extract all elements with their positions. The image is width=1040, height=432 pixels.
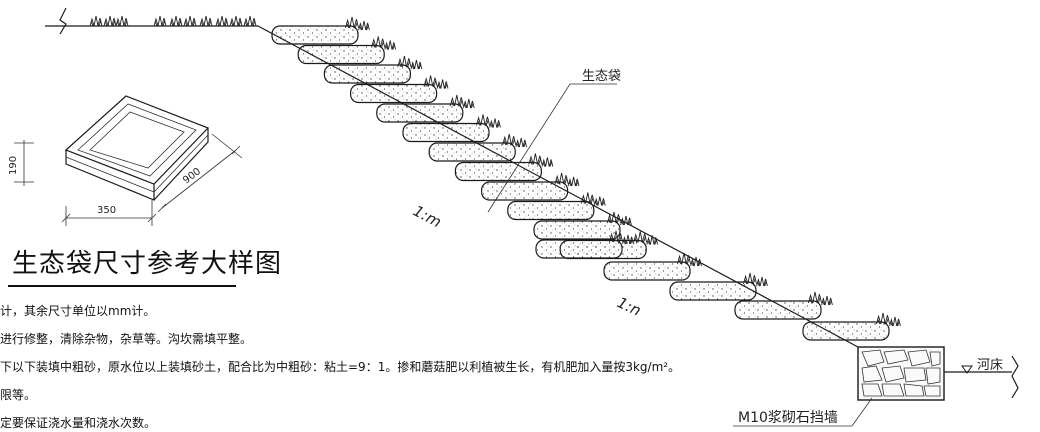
note-line-4: 限等。 <box>0 388 37 402</box>
dim-width: 350 <box>61 200 157 226</box>
ecobag-label: 生态袋 <box>582 69 621 84</box>
ecobag-14 <box>603 261 691 281</box>
note-line-5: 定要保证浇水量和浇水次数。 <box>0 416 157 430</box>
ecobag-stack <box>271 16 901 341</box>
riverbed-marker-icon <box>961 365 973 374</box>
break-mark-right <box>1011 355 1019 399</box>
ecobag-10 <box>507 200 595 221</box>
ecobag-8 <box>454 161 542 182</box>
ecobag-9 <box>481 181 569 201</box>
ecobag-16 <box>734 300 822 320</box>
ecobag-4 <box>350 83 438 104</box>
note-line-3: 下以下装填中粗砂，原水位以上装填砂土，配合比为中粗砂：粘土=9：1。掺和蘑菇肥以… <box>0 360 681 374</box>
ecobag-6 <box>402 122 490 143</box>
note-line-2: 进行修整，清除杂物，杂草等。沟坎需填平整。 <box>0 332 253 346</box>
ecobag-1 <box>271 25 359 45</box>
ecobag-leader-line <box>487 83 617 213</box>
riverbed-label: 河床 <box>977 358 1003 373</box>
slope-ratio-lower: 1:n <box>614 293 643 320</box>
ecobag-11 <box>533 220 621 240</box>
wall-leader-line <box>733 397 873 427</box>
ecobag-7 <box>428 142 516 162</box>
ecobag-5 <box>376 103 464 123</box>
ground-grass <box>89 15 257 27</box>
ecobag-3 <box>323 64 411 84</box>
slope-ratio-upper: 1:m <box>410 202 444 232</box>
break-mark-top-left <box>59 7 67 35</box>
ecobag-17 <box>802 321 890 341</box>
svg-text:350: 350 <box>97 205 116 216</box>
retaining-wall <box>857 346 945 401</box>
ecobag-2 <box>297 44 385 65</box>
wall-label: M10浆砌石挡墙 <box>738 410 838 426</box>
ecobag-13 <box>535 239 623 259</box>
detail-title: 生态袋尺寸参考大样图 <box>12 249 283 279</box>
svg-text:190: 190 <box>8 156 19 175</box>
dim-height: 190 <box>8 140 34 186</box>
ecobag-15 <box>669 281 757 301</box>
title-underline <box>8 285 236 287</box>
bag-detail-drawing <box>64 95 210 201</box>
svg-text:900: 900 <box>181 166 203 186</box>
note-line-1: 计，其余尺寸单位以mm计。 <box>0 304 156 318</box>
